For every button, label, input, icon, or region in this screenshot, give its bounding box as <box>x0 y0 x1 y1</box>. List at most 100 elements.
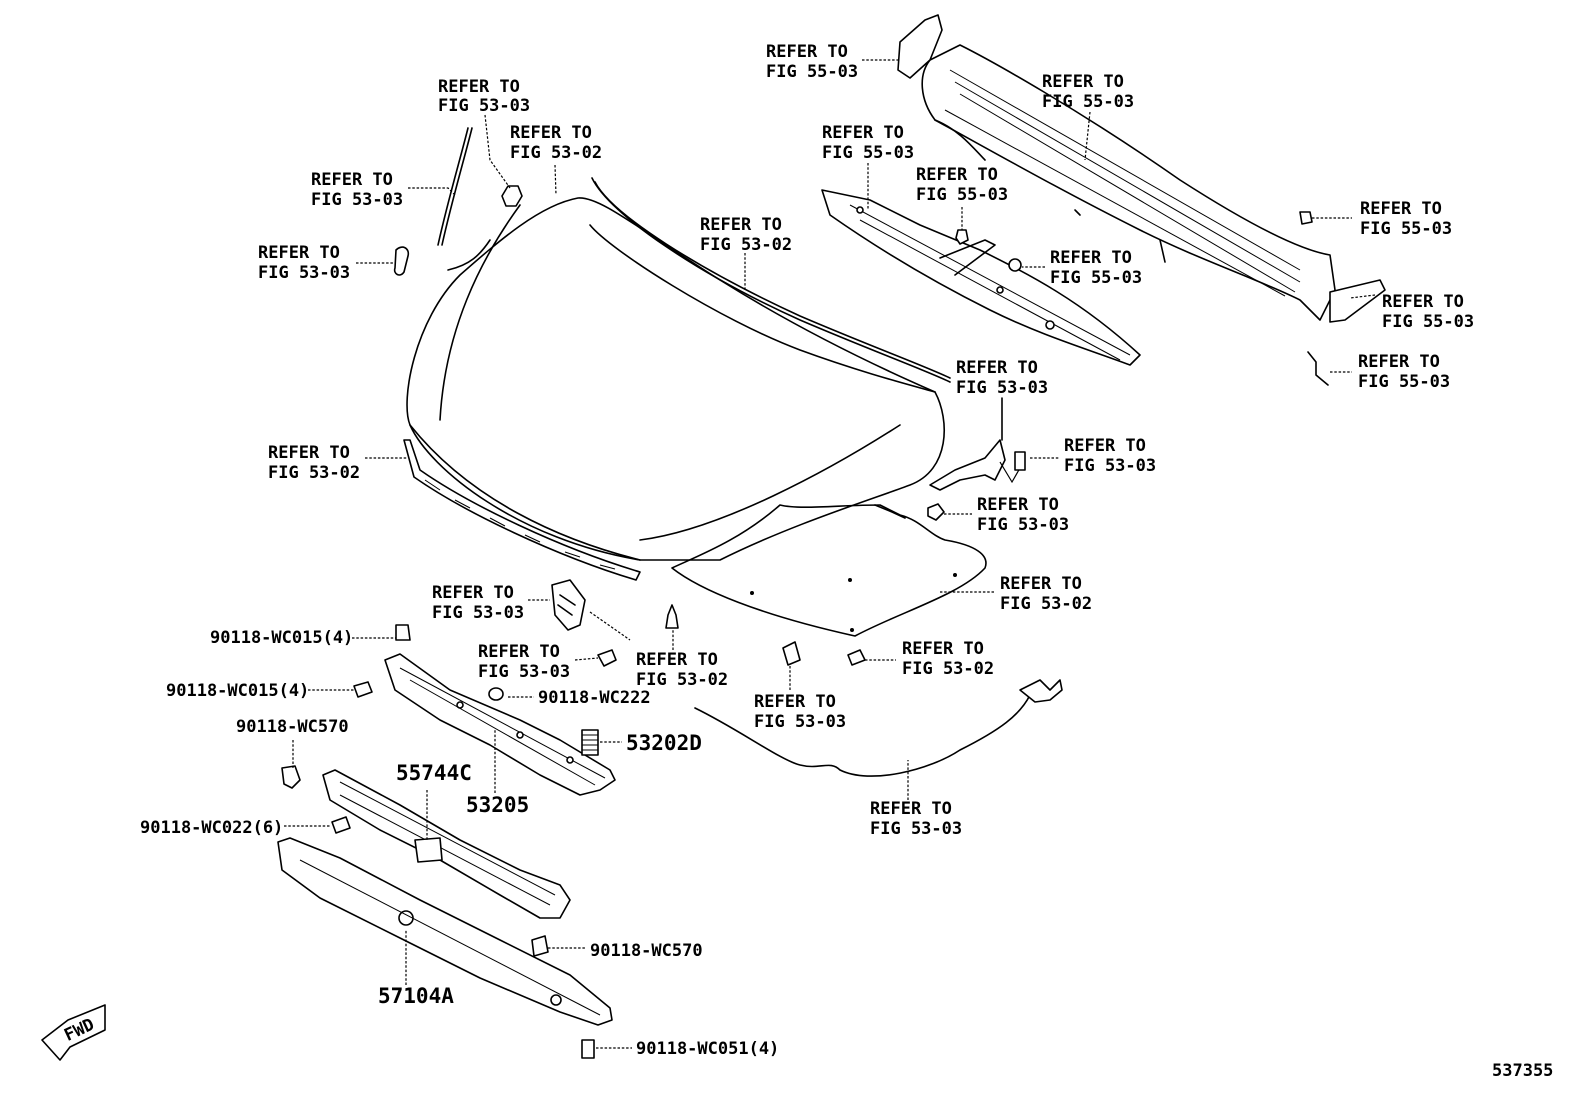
callout-c5-line1: REFER TO <box>311 170 393 190</box>
callout-c15-line1: REFER TO <box>268 443 350 463</box>
radiator-support-upper <box>384 653 616 796</box>
fwd-arrow: FWD <box>41 1004 106 1061</box>
callout-c2-line1: REFER TO <box>438 77 520 97</box>
hood-rear-seal <box>403 439 641 581</box>
hood-bumper <box>665 604 679 629</box>
callout-c22-line1: REFER TO <box>754 692 836 712</box>
grommet <box>488 687 504 701</box>
part-label-p7: 53205 <box>466 793 529 817</box>
callout-c24-line1: REFER TO <box>870 799 952 819</box>
plate-clip <box>531 935 549 957</box>
callout-c18-line1: REFER TO <box>432 583 514 603</box>
bumper-reinforcement <box>322 769 571 919</box>
callout-c23-line1: REFER TO <box>902 639 984 659</box>
hood-front-seal <box>591 177 951 383</box>
part-label-p5: 53202D <box>626 731 702 755</box>
part-label-p8: 90118-WC022(6) <box>140 818 283 838</box>
callout-c7-line2: FIG 55-03 <box>916 185 1008 205</box>
callout-c14-line2: FIG 53-03 <box>956 378 1048 398</box>
part-label-p6: 55744C <box>396 761 472 785</box>
support-bolt-left <box>353 681 373 698</box>
callout-c1-line1: REFER TO <box>766 42 848 62</box>
callout-c12-line1: REFER TO <box>1382 292 1464 312</box>
hood-release-cable <box>694 679 1063 777</box>
callout-c12-line2: FIG 55-03 <box>1382 312 1474 332</box>
cowl-hook-right <box>1307 351 1329 386</box>
insulator-clip <box>847 649 866 666</box>
part-label-p4: 90118-WC570 <box>236 717 349 737</box>
callout-c17-line1: REFER TO <box>977 495 1059 515</box>
cowl-sub-panel <box>821 189 1141 366</box>
spring <box>581 729 599 756</box>
callout-c3-line1: REFER TO <box>510 123 592 143</box>
figure-number: 537355 <box>1492 1061 1553 1081</box>
callout-c16-line2: FIG 53-03 <box>1064 456 1156 476</box>
support-bolt-top <box>395 624 411 641</box>
callout-c20-line1: REFER TO <box>478 642 560 662</box>
callout-c1-line2: FIG 55-03 <box>766 62 858 82</box>
reinforcement-bolt <box>331 816 351 834</box>
callout-c4-line1: REFER TO <box>1042 72 1124 92</box>
lower-plate <box>277 837 613 1026</box>
callout-c19-line2: FIG 53-02 <box>1000 594 1092 614</box>
hood-hinge <box>929 397 1021 491</box>
callout-c4-line2: FIG 55-03 <box>1042 92 1134 112</box>
callout-c23-line2: FIG 53-02 <box>902 659 994 679</box>
cowl-nut <box>1008 258 1022 272</box>
part-label-p3: 90118-WC222 <box>538 688 651 708</box>
lock-bolt <box>597 649 617 667</box>
part-labels: 90118-WC015(4) 90118-WC015(4) 90118-WC22… <box>140 628 779 1059</box>
callout-c5-line2: FIG 53-03 <box>311 190 403 210</box>
callout-labels: REFER TO FIG 55-03 REFER TO FIG 53-03 RE… <box>258 42 1474 839</box>
part-label-p1: 90118-WC015(4) <box>210 628 353 648</box>
clip-c <box>281 765 301 789</box>
part-label-p9: 90118-WC570 <box>590 941 703 961</box>
leader-lines <box>284 59 1376 1049</box>
callout-c18-line2: FIG 53-03 <box>432 603 524 623</box>
part-label-p2: 90118-WC015(4) <box>166 681 309 701</box>
callout-c11-line2: FIG 55-03 <box>1360 219 1452 239</box>
callout-c8-line1: REFER TO <box>700 215 782 235</box>
callout-c24-line2: FIG 53-03 <box>870 819 962 839</box>
hood-support-rod <box>437 127 473 246</box>
rod-clip <box>501 185 523 207</box>
callout-c7-line1: REFER TO <box>916 165 998 185</box>
callout-c14-line1: REFER TO <box>956 358 1038 378</box>
callout-c13-line1: REFER TO <box>1358 352 1440 372</box>
hinge-nut <box>927 503 945 521</box>
callout-c8-line2: FIG 53-02 <box>700 235 792 255</box>
callout-c21-line2: FIG 53-02 <box>636 670 728 690</box>
hood-panel <box>406 197 945 561</box>
rod-holder <box>393 246 410 276</box>
callout-c10-line2: FIG 55-03 <box>1050 268 1142 288</box>
callout-c9-line1: REFER TO <box>258 243 340 263</box>
cowl-bolt <box>955 229 969 245</box>
cowl-bracket-right <box>1329 279 1386 323</box>
callout-c2-line2: FIG 53-03 <box>438 96 530 116</box>
callout-c20-line2: FIG 53-03 <box>478 662 570 682</box>
part-label-p10: 57104A <box>378 984 454 1008</box>
cowl-clip-right <box>1299 211 1313 225</box>
callout-c10-line1: REFER TO <box>1050 248 1132 268</box>
hinge-bolt <box>1014 451 1026 471</box>
cable-clip <box>782 641 801 666</box>
callout-c15-line2: FIG 53-02 <box>268 463 360 483</box>
callout-c6-line2: FIG 55-03 <box>822 143 914 163</box>
callout-c11-line1: REFER TO <box>1360 199 1442 219</box>
hood-lock <box>551 579 631 641</box>
cowl-side-extension <box>897 14 943 79</box>
callout-c3-line2: FIG 53-02 <box>510 143 602 163</box>
plate-bolt <box>581 1039 595 1059</box>
cowl-top-panel <box>921 44 1336 321</box>
hood-insulator <box>671 504 987 637</box>
callout-c17-line2: FIG 53-03 <box>977 515 1069 535</box>
callout-c13-line2: FIG 55-03 <box>1358 372 1450 392</box>
callout-c6-line1: REFER TO <box>822 123 904 143</box>
callout-c9-line2: FIG 53-03 <box>258 263 350 283</box>
callout-c21-line1: REFER TO <box>636 650 718 670</box>
callout-c22-line2: FIG 53-03 <box>754 712 846 732</box>
part-label-p11: 90118-WC051(4) <box>636 1039 779 1059</box>
callout-c19-line1: REFER TO <box>1000 574 1082 594</box>
callout-c16-line1: REFER TO <box>1064 436 1146 456</box>
